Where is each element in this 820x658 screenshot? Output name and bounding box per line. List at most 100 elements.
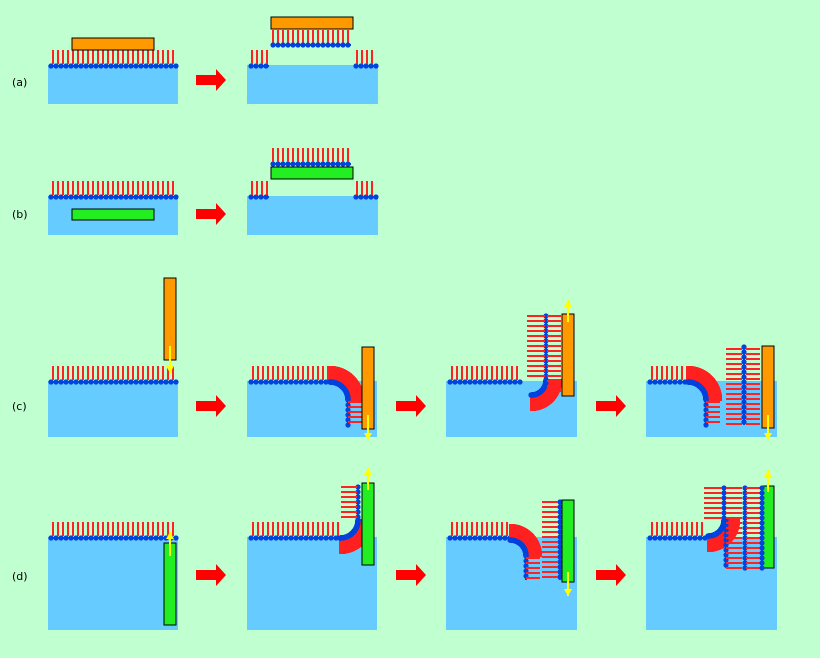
bilayer-heads [557, 499, 563, 580]
head [742, 520, 748, 526]
hydrophilic-plate [561, 499, 575, 583]
head [248, 379, 254, 385]
monolayer-tails [251, 50, 268, 64]
transferred-tails [272, 30, 349, 44]
head [741, 379, 747, 385]
head [295, 161, 301, 167]
motion-head [764, 433, 772, 440]
monolayer-tails [706, 401, 720, 423]
head [557, 534, 563, 540]
head [330, 42, 336, 48]
head [128, 379, 134, 385]
head [103, 194, 109, 200]
head [557, 549, 563, 555]
motion-head [364, 468, 372, 475]
head [759, 490, 765, 496]
head [652, 535, 658, 541]
head [759, 565, 765, 571]
head [543, 373, 549, 379]
head [742, 540, 748, 546]
head [487, 535, 493, 541]
head [742, 530, 748, 536]
head [163, 63, 169, 69]
head [557, 544, 563, 550]
head [358, 63, 364, 69]
head [128, 63, 134, 69]
head [557, 519, 563, 525]
head [742, 510, 748, 516]
head [477, 379, 483, 385]
monolayer-tails [526, 557, 540, 579]
head [138, 194, 144, 200]
yellow-up-down-arrow-icon [564, 300, 572, 322]
bilayer-tails-right [746, 348, 760, 425]
head [290, 42, 296, 48]
head [298, 535, 304, 541]
monolayer-heads [248, 63, 269, 69]
head [258, 535, 264, 541]
head [98, 379, 104, 385]
head [355, 514, 361, 520]
head [759, 500, 765, 506]
head [721, 505, 727, 511]
head [93, 379, 99, 385]
head [543, 333, 549, 339]
head [83, 63, 89, 69]
red-right-arrow-icon [396, 395, 426, 417]
head [742, 485, 748, 491]
head [759, 535, 765, 541]
head [543, 328, 549, 334]
head [143, 535, 149, 541]
monolayer-heads [647, 379, 688, 385]
head [58, 194, 64, 200]
head [373, 194, 379, 200]
monolayer-heads [759, 485, 765, 571]
head [353, 63, 359, 69]
monolayer-tails [52, 181, 174, 195]
head [687, 535, 693, 541]
head [557, 529, 563, 535]
upper-tails [527, 315, 545, 377]
head [345, 42, 351, 48]
head [335, 161, 341, 167]
head [133, 194, 139, 200]
head [58, 535, 64, 541]
head [158, 379, 164, 385]
monolayer-tails [252, 366, 329, 380]
head [280, 42, 286, 48]
bilayer-heads [742, 485, 748, 571]
head [123, 63, 129, 69]
head [557, 564, 563, 570]
bilayer-tails-left [542, 501, 558, 578]
head [113, 63, 119, 69]
head [373, 63, 379, 69]
monolayer-tails [651, 366, 688, 380]
head [492, 535, 498, 541]
row-label-c: (c) [12, 400, 27, 413]
head [253, 63, 259, 69]
head [248, 63, 254, 69]
monolayer-tails [451, 522, 508, 536]
head [313, 535, 319, 541]
head [63, 535, 69, 541]
head [759, 560, 765, 566]
head [507, 379, 513, 385]
head [452, 379, 458, 385]
head [253, 379, 259, 385]
head [333, 535, 339, 541]
head [128, 535, 134, 541]
monolayer-curve [507, 523, 543, 559]
head [742, 545, 748, 551]
head [672, 379, 678, 385]
head [335, 42, 341, 48]
monolayer-heads [647, 535, 708, 541]
head [741, 369, 747, 375]
head [153, 63, 159, 69]
head [741, 394, 747, 400]
head [741, 374, 747, 380]
head [133, 379, 139, 385]
head [355, 494, 361, 500]
head [647, 535, 653, 541]
red-right-arrow-icon [396, 564, 426, 586]
